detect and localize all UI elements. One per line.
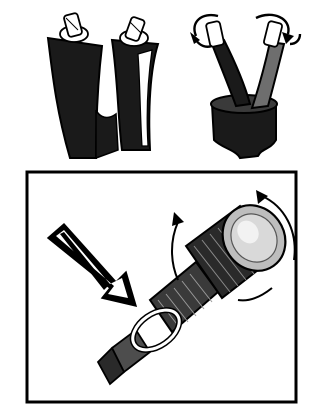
bnc-connector-icon bbox=[96, 204, 287, 386]
rotate-arrows-icon bbox=[190, 13, 302, 48]
twisted-conductors bbox=[205, 20, 286, 160]
cable-preparation-illustration bbox=[46, 12, 302, 160]
clockwise-arrows-icon bbox=[171, 190, 296, 302]
split-cable-icon bbox=[46, 12, 160, 160]
insert-arrow-icon bbox=[46, 222, 138, 308]
